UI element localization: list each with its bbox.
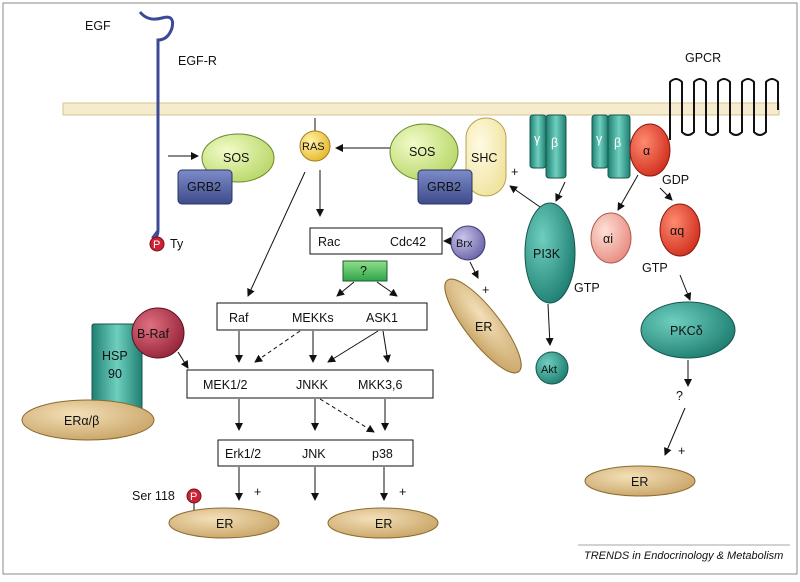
grb2-left-label: GRB2 (187, 180, 221, 194)
alpha-subunit (629, 123, 671, 177)
akt (535, 351, 569, 385)
gdp-label: GDP (662, 173, 689, 187)
unknown-label: ? (360, 264, 367, 278)
ty-label: Ty (170, 237, 184, 251)
ask1-label: ASK1 (366, 311, 398, 325)
alpha-i-label: αi (603, 232, 613, 246)
alpha-q (659, 203, 701, 257)
jnkk-label: JNKK (296, 378, 329, 392)
pi3k (524, 202, 576, 304)
phospho-circle-ty (149, 236, 165, 252)
pkc-plus: + (678, 444, 685, 458)
shc-label: SHC (471, 151, 497, 165)
pkc-question: ? (676, 389, 683, 403)
er-p38 (327, 507, 439, 539)
mek12-label: MEK1/2 (203, 378, 248, 392)
ras-label: RAS (302, 141, 325, 153)
brx-plus: + (482, 283, 489, 297)
shc (465, 117, 507, 197)
brx-label: Brx (456, 238, 473, 250)
er-pkc-label: ER (631, 475, 648, 489)
grb2-right-label: GRB2 (427, 180, 461, 194)
alpha-i (590, 212, 632, 264)
beta-subunit-1 (545, 114, 567, 179)
egf-receptor (138, 11, 174, 242)
egfr-label: EGF-R (178, 54, 217, 68)
cell-membrane (62, 102, 780, 116)
p38-label: p38 (372, 447, 393, 461)
hsp-label: HSP (102, 349, 128, 363)
gamma-2-label: γ (596, 132, 603, 146)
er-erk-label: ER (216, 517, 233, 531)
ser118-label: Ser 118 (132, 489, 175, 503)
pkc-delta-label: PKCδ (670, 324, 703, 338)
hsp-90-label: 90 (108, 367, 122, 381)
gpcr (669, 78, 779, 140)
erk-plus: + (254, 485, 261, 499)
alpha-q-label: αq (670, 224, 684, 238)
egf-label: EGF (85, 19, 111, 33)
phospho-ser-p: P (190, 491, 197, 503)
erk12-label: Erk1/2 (225, 447, 261, 461)
b-raf (131, 307, 185, 359)
alpha-i-gtp: GTP (574, 281, 600, 295)
grb2-left (177, 169, 233, 205)
er-pkc (584, 465, 696, 497)
shc-plus: + (511, 165, 518, 179)
beta-1-label: β (551, 136, 558, 150)
ras (299, 130, 331, 162)
grb2-right (417, 169, 473, 205)
gamma-1-label: γ (534, 132, 541, 146)
cdc42-label: Cdc42 (390, 235, 426, 249)
jnk-label: JNK (302, 447, 326, 461)
mkk36-label: MKK3,6 (358, 378, 403, 392)
raf-label: Raf (229, 311, 249, 325)
beta-2-label: β (614, 136, 621, 150)
pkc-delta (640, 301, 736, 359)
er-erk (168, 507, 280, 539)
row3-box (217, 439, 414, 467)
row1-box (216, 302, 428, 331)
er-alpha-beta (21, 399, 155, 441)
alpha-q-gtp: GTP (642, 261, 668, 275)
alpha-label: α (643, 144, 650, 158)
er-alpha-beta-label: ERα/β (64, 414, 99, 428)
unknown-box (342, 260, 388, 282)
er-brx (444, 278, 522, 374)
journal-credit: TRENDS in Endocrinology & Metabolism (584, 550, 783, 562)
b-raf-label: B-Raf (137, 327, 169, 341)
er-brx-label: ER (475, 320, 492, 334)
rac-label: Rac (318, 235, 340, 249)
akt-label: Akt (541, 364, 557, 376)
er-p38-label: ER (375, 517, 392, 531)
pi3k-label: PI3K (533, 247, 561, 261)
rac-cdc42-box (309, 227, 443, 255)
gpcr-label: GPCR (685, 51, 721, 65)
row2-box (186, 369, 434, 399)
sos-right-label: SOS (409, 145, 435, 159)
brx (450, 225, 486, 261)
mekks-label: MEKKs (292, 311, 334, 325)
phospho-p-label: P (153, 239, 160, 251)
sos-left-label: SOS (223, 151, 249, 165)
p38-plus: + (399, 485, 406, 499)
